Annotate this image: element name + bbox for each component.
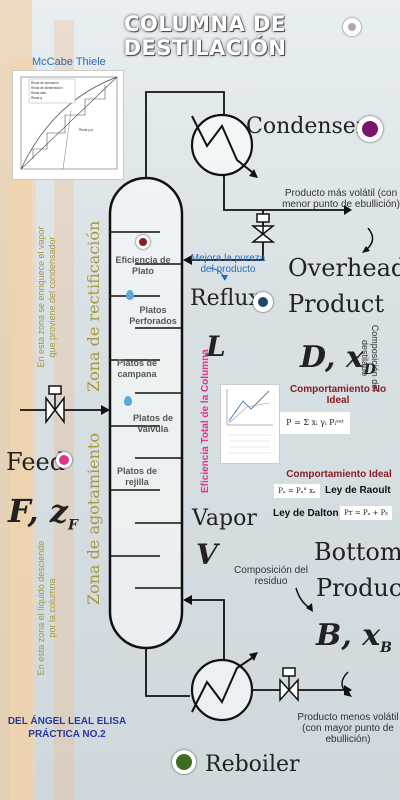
dalton-law-label: Ley de Dalton <box>273 508 339 519</box>
bell-plates-label: Platos de campana <box>116 358 157 379</box>
vapor-label: Vapor <box>192 506 257 531</box>
valve-plates-label: Platos de válvula <box>132 413 173 434</box>
feed-label: Feed <box>6 448 66 476</box>
bottom-line <box>145 648 190 697</box>
condenser-coil <box>191 115 253 173</box>
condensate-line <box>223 175 345 211</box>
condenser-label: Condenser <box>246 114 367 139</box>
water-drop-icon-1 <box>126 290 134 300</box>
purity-note: Mejora la pureza del producto <box>190 253 266 275</box>
mccabe-chart: Recta de operación Recta de alimentación… <box>12 70 124 180</box>
practice-number: PRÁCTICA NO.2 <box>28 729 106 740</box>
stripping-zone-label: Zona de agotamiento <box>84 433 103 605</box>
reboiler-label: Reboiler <box>205 752 300 777</box>
distillate-symbol: D, xD <box>300 340 376 378</box>
page-title: COLUMNA DE DESTILACIÓN <box>123 12 287 60</box>
mccabe-legend-0: Recta de operación <box>31 81 59 85</box>
raoult-law-label: Ley de Raoult <box>325 485 391 496</box>
reflux-bullet-icon <box>253 292 273 312</box>
product-label-bottom: Product <box>316 574 400 602</box>
residue-composition-note: Composición del residuo <box>234 565 308 587</box>
raoult-equation: Pₐ = Pₐ° xₐ <box>274 484 320 498</box>
overhead-label: Overhead <box>288 254 400 282</box>
author-footer: DEL ÁNGEL LEAL ELISA PRÁCTICA NO.2 <box>2 715 132 741</box>
vapor-symbol: V <box>196 538 218 571</box>
mccabe-legend-4: Recta y=x <box>79 128 94 132</box>
feed-bullet-icon <box>56 452 72 468</box>
total-efficiency-label: Eficiencia Total de la Columna <box>200 349 211 493</box>
non-ideal-title: Comportamiento No Ideal <box>289 384 387 406</box>
more-volatile-note: Producto más volátil (con menor punto de… <box>282 188 400 210</box>
mccabe-title: McCabe Thiele <box>32 56 106 68</box>
background-pipe-left <box>10 60 36 800</box>
liquid-symbol: L <box>206 330 226 363</box>
efficiency-chart <box>220 384 280 464</box>
reboiler-shell <box>190 658 254 722</box>
water-drop-icon-2 <box>124 396 132 406</box>
enrich-zone-note: En esta zona se enriquece el vapor que p… <box>36 226 57 368</box>
reflux-label: Reflux <box>190 286 261 311</box>
less-volatile-note: Producto menos volátil (con mayor punto … <box>297 712 399 745</box>
plate-efficiency-label: Eficiencia de Plato <box>115 255 171 276</box>
mccabe-legend-1: Recta de alimentación <box>31 86 63 90</box>
non-ideal-equation: P = Σ xᵢ γᵢ Pᵢˢᵃᵗ <box>280 412 350 434</box>
perforated-plates-label: Platos Perforados <box>129 305 177 326</box>
bottom-symbol: B, xB <box>316 618 392 656</box>
grid-plates-label: Platos de rejilla <box>116 466 157 487</box>
ideal-title: Comportamiento Ideal <box>286 469 392 480</box>
product-label-top: Product <box>288 290 384 318</box>
plate-efficiency-bullet-icon <box>136 235 150 249</box>
rectification-zone-label: Zona de rectificación <box>84 220 103 392</box>
dalton-equation: Pᴛ = Pₐ + Pᵦ <box>340 506 392 520</box>
reboiler-coil <box>191 657 253 713</box>
reboiler-bullet-icon <box>172 750 196 774</box>
title-bullet-icon <box>343 18 361 36</box>
mccabe-legend-3: Recta q <box>31 96 42 100</box>
bottom-label: Bottom <box>314 538 400 566</box>
condenser-bullet-icon <box>357 116 383 142</box>
reboiler-vapor-line <box>190 599 225 660</box>
vapor-line-top <box>145 91 225 178</box>
descend-zone-note: En esta zona el líquido desciende por la… <box>36 540 57 676</box>
feed-symbol: F, zF <box>8 492 78 534</box>
mccabe-legend-2: Recta alim. <box>31 91 47 95</box>
author-name: DEL ÁNGEL LEAL ELISA <box>7 716 127 727</box>
